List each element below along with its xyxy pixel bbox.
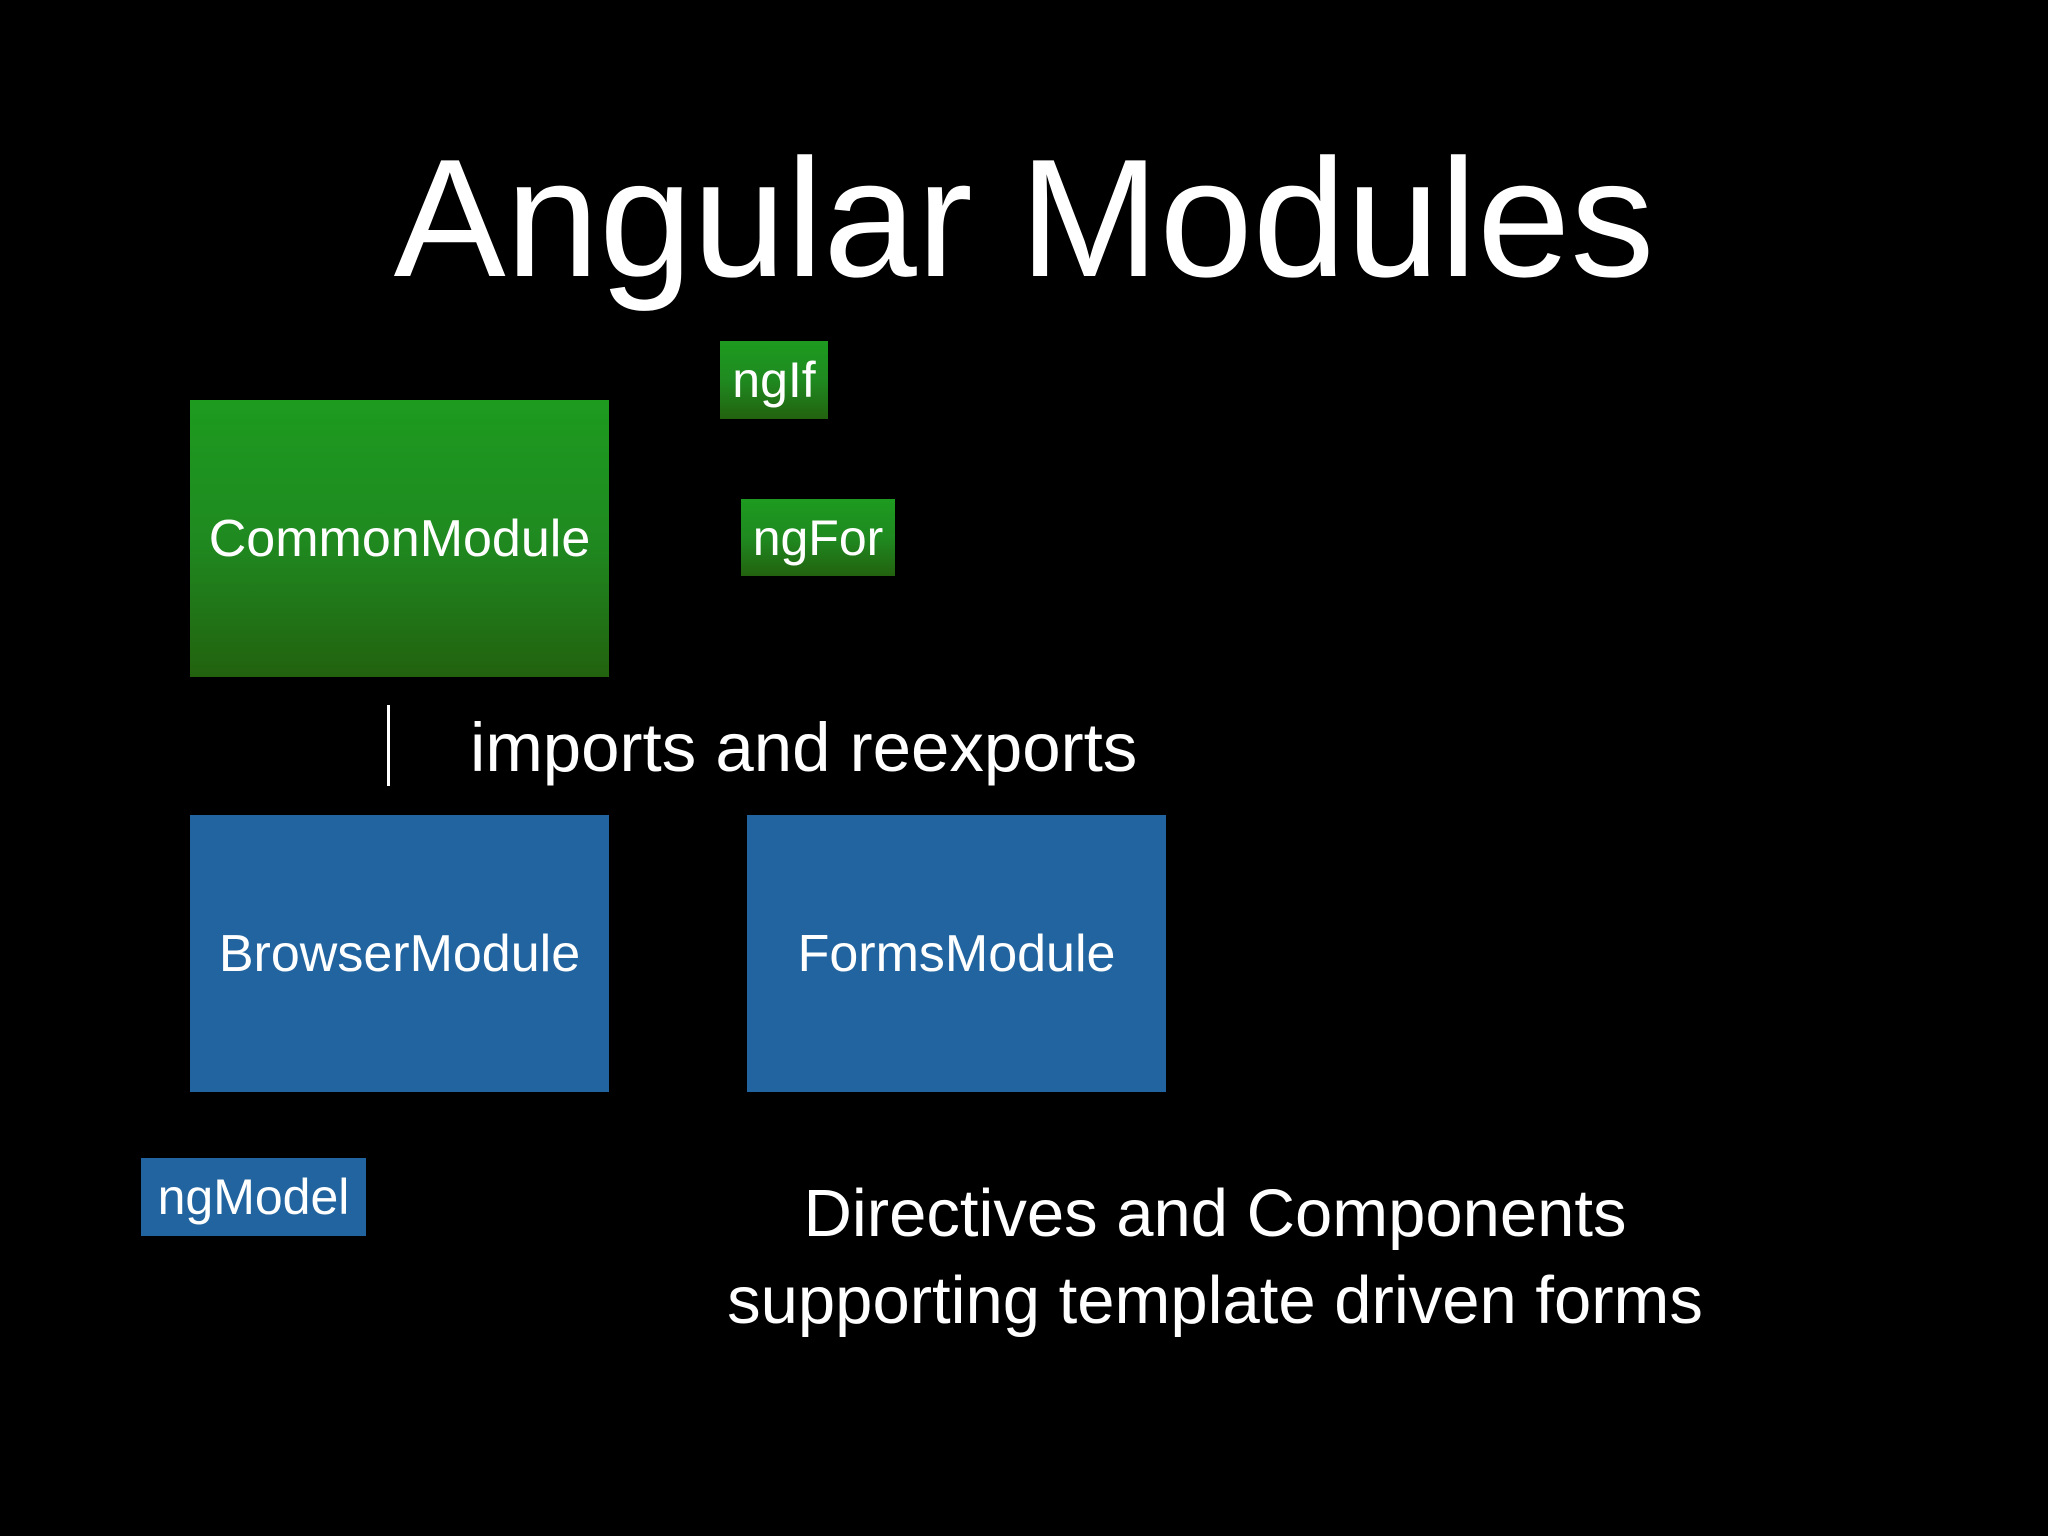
browser-module-box: BrowserModule — [190, 815, 609, 1092]
description-line-2: supporting template driven forms — [727, 1263, 1703, 1338]
description-line-1: Directives and Components — [803, 1176, 1627, 1251]
ngif-box: ngIf — [720, 341, 828, 419]
forms-module-label: FormsModule — [797, 924, 1116, 983]
relation-label: imports and reexports — [470, 709, 1138, 786]
slide-title: Angular Modules — [393, 124, 1655, 312]
common-module-box: CommonModule — [190, 400, 609, 677]
ngfor-box: ngFor — [741, 499, 895, 576]
ngif-label: ngIf — [732, 352, 816, 408]
ngmodel-box: ngModel — [141, 1158, 366, 1236]
ngmodel-label: ngModel — [157, 1169, 350, 1225]
common-module-label: CommonModule — [208, 509, 591, 568]
connector-line — [387, 705, 390, 786]
ngfor-label: ngFor — [752, 509, 884, 566]
description: Directives and Components supporting tem… — [640, 1170, 1790, 1344]
forms-module-box: FormsModule — [747, 815, 1166, 1092]
browser-module-label: BrowserModule — [218, 924, 581, 983]
